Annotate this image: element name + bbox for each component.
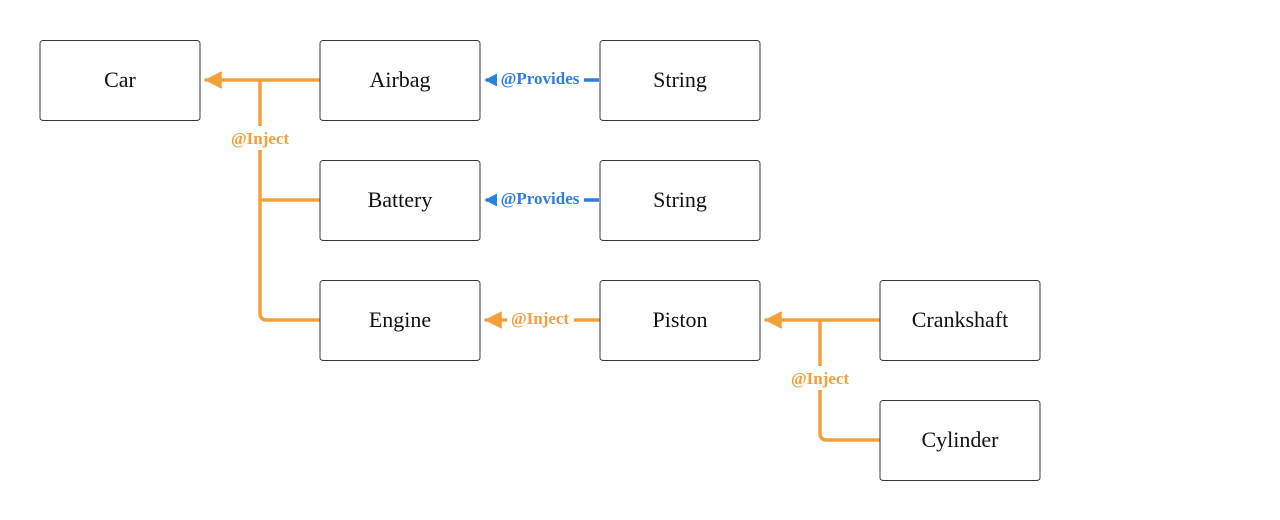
edge-label-battery-provides: @Provides: [501, 189, 580, 208]
svg-text:String: String: [653, 67, 707, 92]
svg-text:Battery: Battery: [368, 187, 433, 212]
svg-text:Car: Car: [104, 67, 136, 92]
node-piston: Piston: [599, 280, 761, 361]
edge-airbag-provides: @Provides: [484, 67, 599, 91]
svg-text:Crankshaft: Crankshaft: [912, 307, 1009, 332]
node-string-airbag: String: [599, 40, 761, 121]
edge-engine-inject: @Inject: [484, 307, 601, 331]
edge-piston-inject: @Inject: [764, 311, 881, 442]
edge-label-engine-inject: @Inject: [511, 309, 570, 328]
node-cylinder: Cylinder: [879, 400, 1041, 481]
edge-battery-provides: @Provides: [484, 187, 599, 211]
svg-text:String: String: [653, 187, 707, 212]
svg-text:Cylinder: Cylinder: [922, 427, 1000, 452]
svg-text:Airbag: Airbag: [369, 67, 430, 92]
edge-label-piston-inject: @Inject: [791, 369, 850, 388]
edge-label-car-inject: @Inject: [231, 129, 290, 148]
node-airbag: Airbag: [319, 40, 481, 121]
node-battery: Battery: [319, 160, 481, 241]
svg-text:Engine: Engine: [369, 307, 431, 332]
node-engine: Engine: [319, 280, 481, 361]
svg-text:Piston: Piston: [652, 307, 707, 332]
node-car: Car: [39, 40, 201, 121]
edge-label-airbag-provides: @Provides: [501, 69, 580, 88]
node-string-battery: String: [599, 160, 761, 241]
edge-car-inject: @Inject: [204, 71, 321, 322]
node-crankshaft: Crankshaft: [879, 280, 1041, 361]
